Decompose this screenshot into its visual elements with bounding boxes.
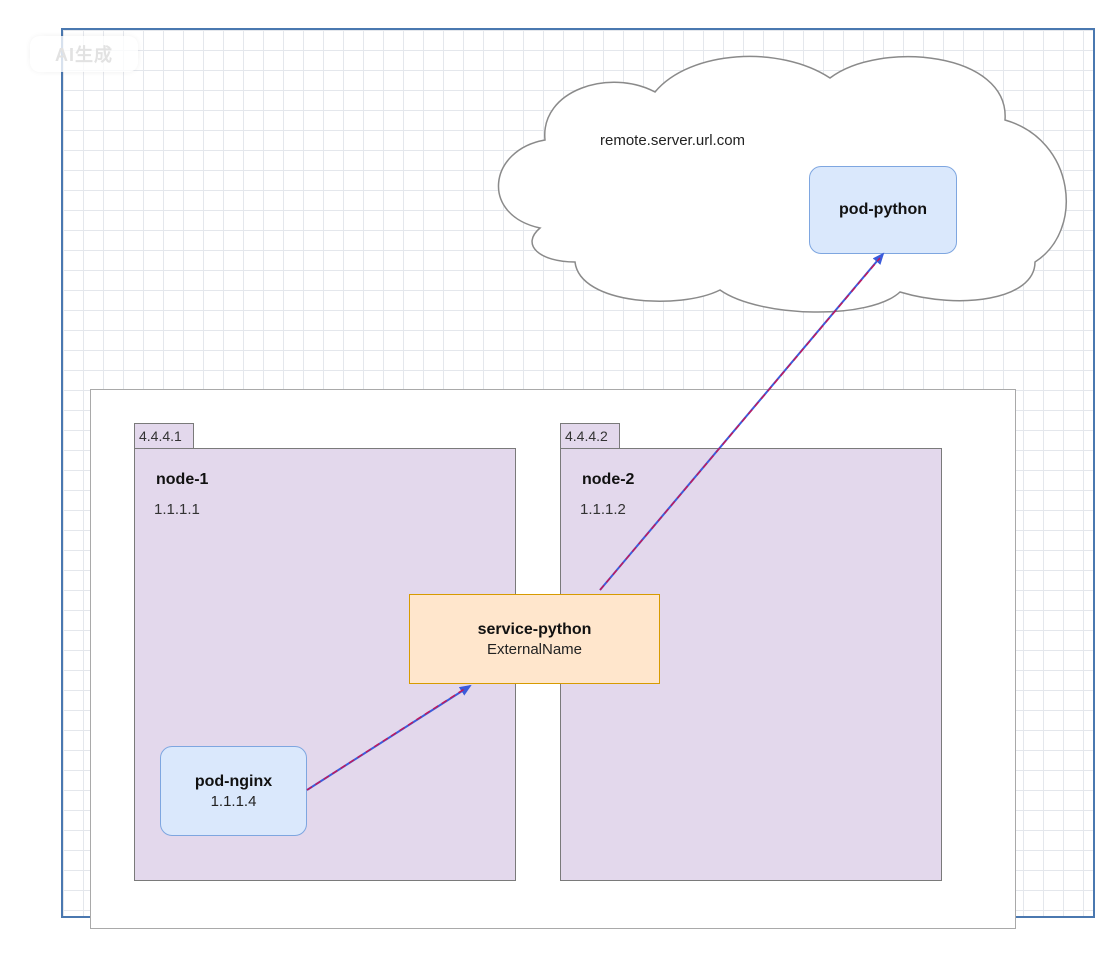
node-2-tab: 4.4.4.2 <box>560 423 620 449</box>
pod-nginx-name: pod-nginx <box>194 772 273 790</box>
ai-generated-watermark: AI生成 <box>30 36 138 72</box>
cloud-shape <box>497 55 1067 313</box>
node-1-tab: 4.4.4.1 <box>134 423 194 449</box>
node-2-title: node-2 <box>582 471 635 488</box>
pod-nginx-ip: 1.1.1.4 <box>210 792 257 810</box>
node-1-title: node-1 <box>156 471 209 488</box>
service-python-type: ExternalName <box>486 640 583 658</box>
service-python-name: service-python <box>477 620 592 638</box>
pod-nginx-box[interactable]: pod-nginx 1.1.1.4 <box>160 746 307 836</box>
service-python-box[interactable]: service-python ExternalName <box>409 594 660 684</box>
node-2-ip: 1.1.1.2 <box>580 501 626 518</box>
node-1-ip: 1.1.1.1 <box>154 501 200 518</box>
pod-python-name: pod-python <box>839 201 927 218</box>
pod-python-box[interactable]: pod-python <box>809 166 957 254</box>
cloud-label: remote.server.url.com <box>600 132 746 149</box>
